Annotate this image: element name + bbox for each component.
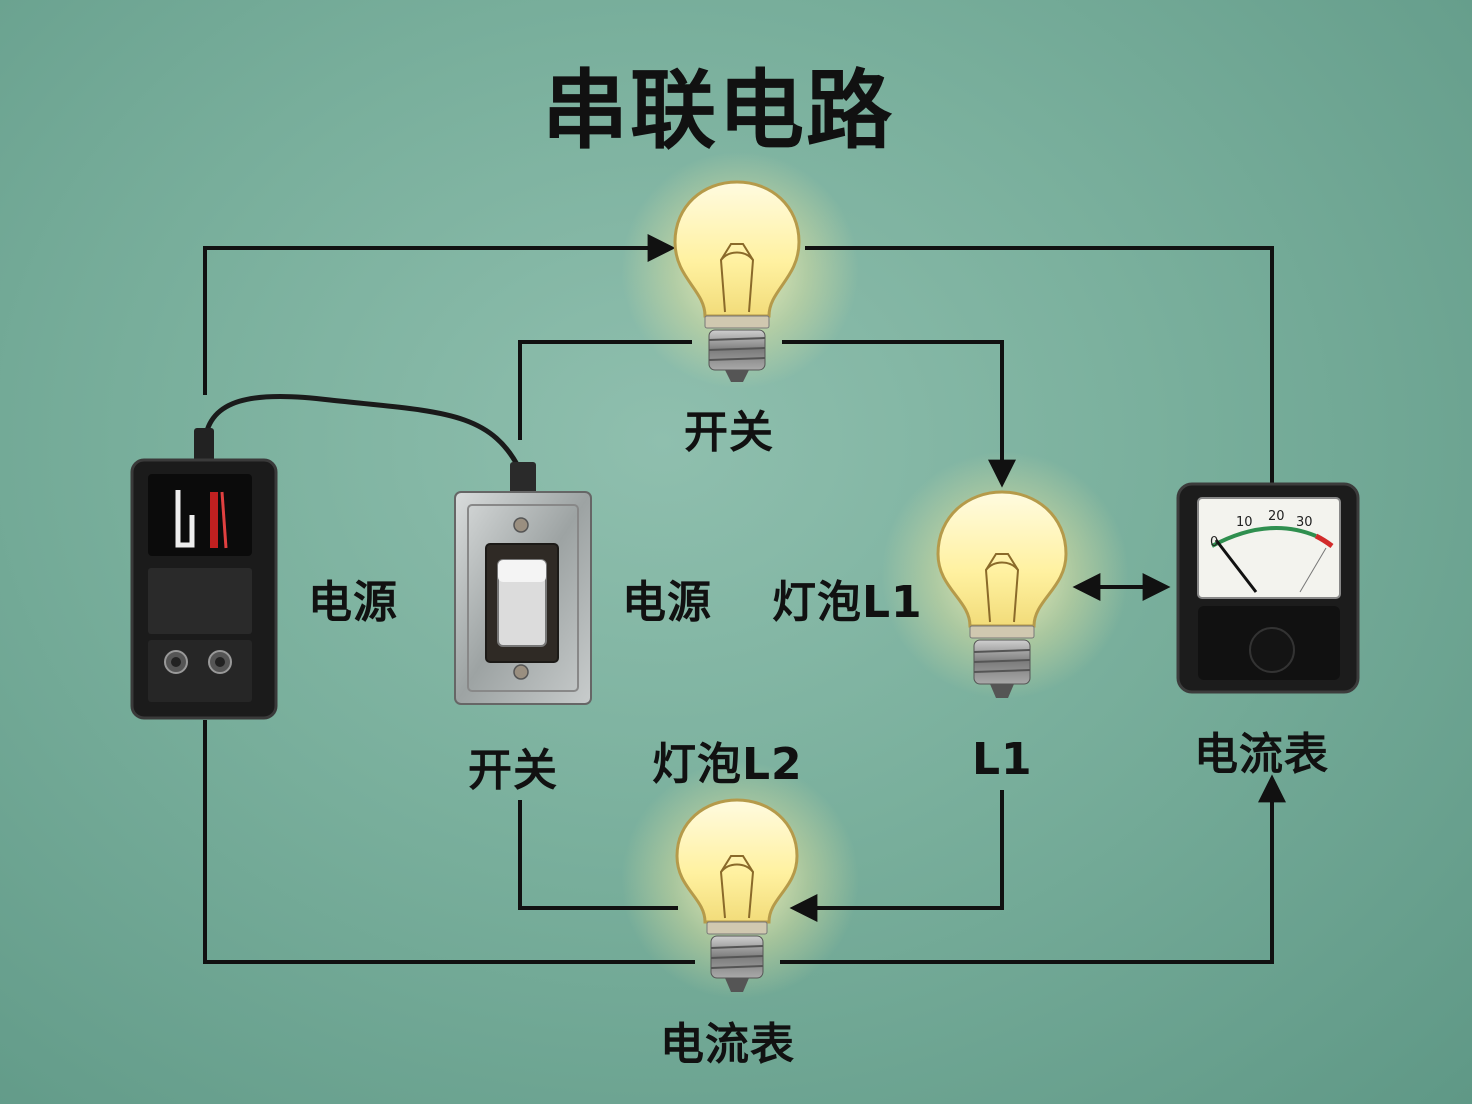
ammeter-icon: 0 10 20 30	[1176, 482, 1360, 694]
label-bulb-l2: 灯泡L2	[652, 739, 803, 790]
label-switch-bottom: 开关	[468, 745, 558, 796]
label-power-left: 电源	[308, 577, 398, 628]
meter-tick-30: 30	[1296, 515, 1313, 530]
meter-scale-green	[1211, 526, 1317, 548]
bulb-bottom-icon	[675, 798, 799, 992]
bulb-l1-icon	[936, 490, 1068, 698]
meter-scale-red	[1314, 533, 1334, 549]
label-power-mid: 电源	[622, 577, 712, 628]
label-switch-top: 开关	[684, 407, 774, 458]
rocker-switch-icon	[454, 491, 592, 705]
label-l1-short: L1	[972, 734, 1033, 785]
label-bulb-l1: 灯泡L1	[772, 577, 923, 628]
label-ammeter-right: 电流表	[1194, 729, 1329, 780]
outer-loop-wire	[203, 234, 1286, 964]
meter-tick-20: 20	[1268, 509, 1285, 524]
meter-tick-0: 0	[1210, 535, 1218, 550]
bulb-top-icon	[673, 180, 801, 382]
power-cable	[202, 393, 523, 472]
diagram-title: 串联电路	[542, 61, 894, 161]
label-ammeter-bottom: 电流表	[660, 1019, 795, 1070]
meter-needle	[1214, 539, 1258, 593]
inner-loop-wire	[518, 340, 1171, 922]
cable-plug-right	[510, 462, 536, 498]
meter-tick-10: 10	[1236, 515, 1253, 530]
cable-plug-left	[194, 428, 214, 462]
power-source-icon	[130, 458, 278, 720]
